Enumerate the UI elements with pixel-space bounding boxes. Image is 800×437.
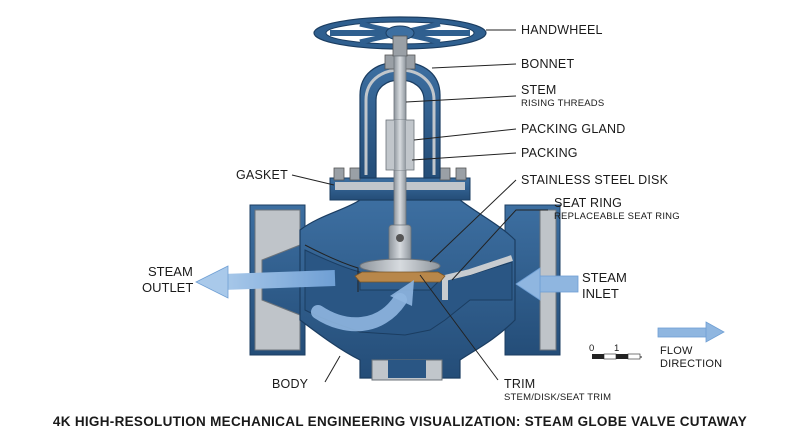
bolt-icon <box>439 167 451 181</box>
bolt-icon <box>333 167 345 181</box>
seat-ring <box>354 271 446 283</box>
label-disk: STAINLESS STEEL DISK <box>521 173 669 187</box>
label-seat-ring-sub: REPLACEABLE SEAT RING <box>554 211 680 222</box>
label-stem: STEM <box>521 83 557 97</box>
label-trim-sub: STEM/DISK/SEAT TRIM <box>504 392 611 403</box>
stem <box>354 55 446 283</box>
label-stem-sub: RISING THREADS <box>521 98 604 109</box>
scale-bar: 0 1 <box>589 343 642 360</box>
label-flow-line1: FLOW <box>660 345 693 357</box>
label-trim: TRIM <box>504 377 535 391</box>
disk <box>359 258 441 274</box>
label-bonnet: BONNET <box>521 57 574 71</box>
bolt-icon <box>455 167 467 181</box>
flow-direction-arrow-icon <box>657 321 725 343</box>
label-body: BODY <box>272 377 309 391</box>
label-packing-gland: PACKING GLAND <box>521 122 625 136</box>
scale-label-1: 1 <box>614 343 619 354</box>
label-gasket: GASKET <box>236 168 288 182</box>
label-steam-inlet-line2: INLET <box>582 286 619 301</box>
bolt-icon <box>349 167 361 181</box>
handwheel <box>313 16 487 57</box>
internal-flow-arrow <box>311 280 414 332</box>
label-steam-outlet-line1: STEAM <box>148 264 193 279</box>
label-steam-inlet-line1: STEAM <box>582 270 627 285</box>
steam-inlet-arrow-icon <box>515 267 579 301</box>
steam-outlet-arrow-icon <box>195 265 336 299</box>
scale-label-0: 0 <box>589 343 594 354</box>
label-flow-line2: DIRECTION <box>660 358 722 370</box>
label-seat-ring: SEAT RING <box>554 196 622 210</box>
leader-lines <box>291 29 548 383</box>
label-steam-outlet-line2: OUTLET <box>142 280 193 295</box>
label-packing: PACKING <box>521 146 578 160</box>
caption: 4K HIGH-RESOLUTION MECHANICAL ENGINEERIN… <box>53 414 747 429</box>
label-handwheel: HANDWHEEL <box>521 23 603 37</box>
